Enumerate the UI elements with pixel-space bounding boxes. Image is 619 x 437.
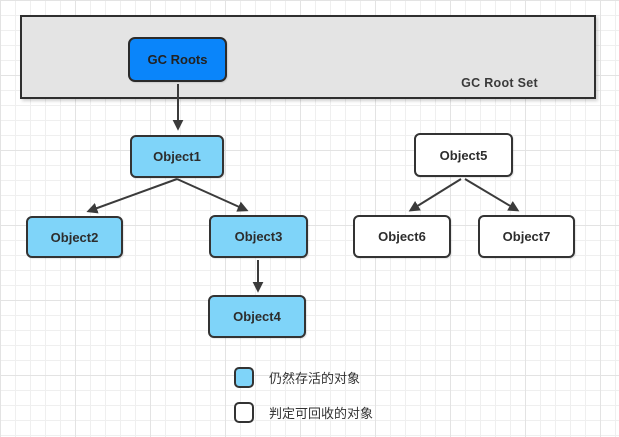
node-object3[interactable]: Object3 bbox=[209, 215, 308, 258]
node-object5[interactable]: Object5 bbox=[414, 133, 513, 177]
node-object2[interactable]: Object2 bbox=[26, 216, 123, 258]
legend-swatch-collectable bbox=[234, 401, 254, 423]
gc-root-set-container[interactable]: GC Root Set bbox=[20, 15, 596, 99]
legend-label-alive: 仍然存活的对象 bbox=[269, 370, 361, 386]
node-label: Object5 bbox=[439, 147, 488, 163]
legend-label-collectable: 判定可回收的对象 bbox=[269, 405, 374, 421]
node-label: Object7 bbox=[502, 229, 551, 244]
node-label: Object1 bbox=[153, 149, 201, 164]
edge-object1-object3 bbox=[176, 178, 249, 212]
node-gc-roots[interactable]: GC Roots bbox=[128, 37, 227, 82]
node-object7[interactable]: Object7 bbox=[478, 215, 575, 258]
edge-object5-object6 bbox=[408, 178, 462, 212]
gc-root-set-label: GC Root Set bbox=[461, 76, 538, 90]
legend-item-collectable: 判定可回收的对象 bbox=[234, 401, 373, 423]
node-label: Object3 bbox=[234, 229, 283, 244]
node-label: Object2 bbox=[50, 229, 99, 245]
node-object6[interactable]: Object6 bbox=[353, 215, 451, 258]
node-label: GC Roots bbox=[147, 52, 208, 67]
edge-object1-object2 bbox=[86, 178, 178, 214]
node-object4[interactable]: Object4 bbox=[208, 295, 306, 338]
node-object1[interactable]: Object1 bbox=[130, 135, 224, 178]
node-label: Object6 bbox=[378, 229, 426, 244]
edge-object5-object7 bbox=[464, 178, 520, 212]
node-label: Object4 bbox=[233, 309, 281, 324]
legend-swatch-alive bbox=[234, 366, 254, 388]
legend-item-alive: 仍然存活的对象 bbox=[234, 366, 360, 388]
